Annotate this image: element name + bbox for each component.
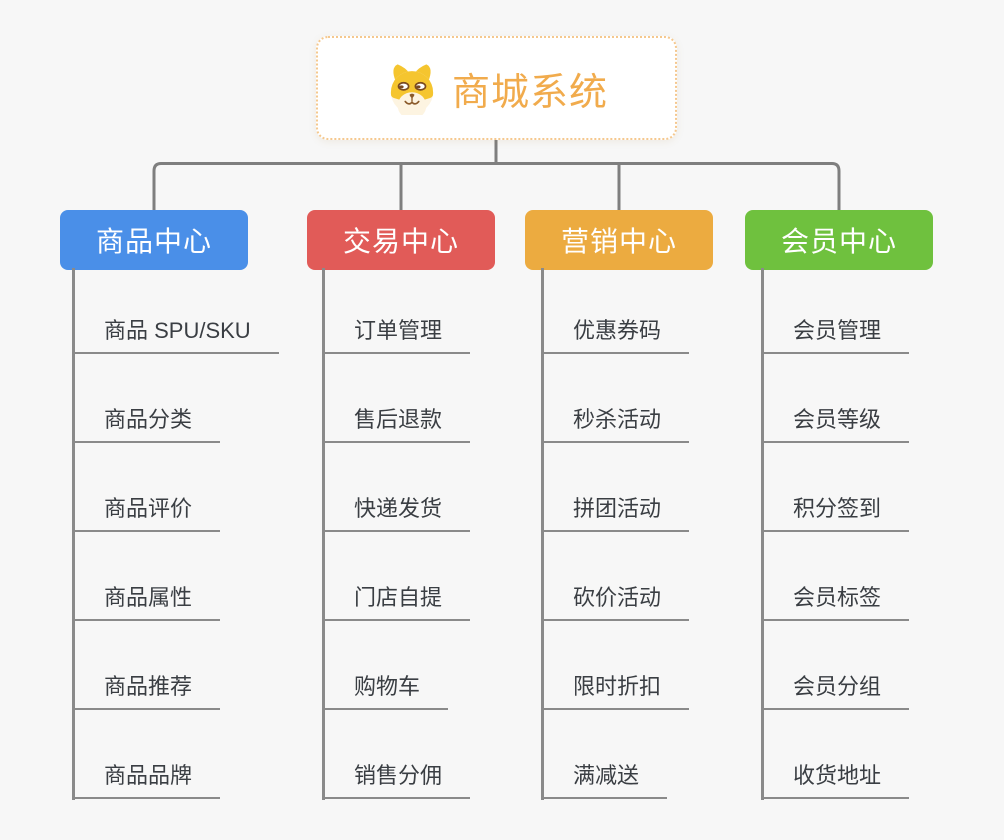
branch-connector-line [541,268,544,800]
branch-node-marketing-center[interactable]: 营销中心 [525,210,713,270]
leaf-node[interactable]: 会员管理 [761,314,910,354]
leaf-node[interactable]: 拼团活动 [541,492,690,532]
branch-node-member-center[interactable]: 会员中心 [745,210,933,270]
leaf-node[interactable]: 快递发货 [322,492,471,532]
leaf-node[interactable]: 销售分佣 [322,759,471,799]
leaf-node[interactable]: 收货地址 [761,759,910,799]
leaf-node[interactable]: 商品 SPU/SKU [72,314,279,354]
leaf-node[interactable]: 会员等级 [761,403,910,443]
leaf-node[interactable]: 购物车 [322,670,449,710]
leaf-node[interactable]: 商品属性 [72,581,221,621]
leaf-node[interactable]: 商品品牌 [72,759,221,799]
leaf-node[interactable]: 积分签到 [761,492,910,532]
root-node[interactable]: 商城系统 [316,36,677,140]
leaf-node[interactable]: 限时折扣 [541,670,690,710]
leaf-node[interactable]: 优惠券码 [541,314,690,354]
branch-connector-line [761,268,764,800]
branch-connector-line [322,268,325,800]
leaf-node[interactable]: 秒杀活动 [541,403,690,443]
root-title: 商城系统 [451,71,608,114]
branch-connector-line [72,268,75,800]
branch-node-trade-center[interactable]: 交易中心 [307,210,495,270]
leaf-node[interactable]: 商品推荐 [72,670,221,710]
leaf-node[interactable]: 售后退款 [322,403,471,443]
leaf-node[interactable]: 门店自提 [322,581,471,621]
dog-face-icon [385,61,439,115]
leaf-node[interactable]: 满减送 [541,759,668,799]
leaf-node[interactable]: 商品分类 [72,403,221,443]
leaf-node[interactable]: 会员分组 [761,670,910,710]
leaf-node[interactable]: 订单管理 [322,314,471,354]
leaf-node[interactable]: 会员标签 [761,581,910,621]
leaf-node[interactable]: 商品评价 [72,492,221,532]
leaf-node[interactable]: 砍价活动 [541,581,690,621]
branch-node-product-center[interactable]: 商品中心 [60,210,248,270]
